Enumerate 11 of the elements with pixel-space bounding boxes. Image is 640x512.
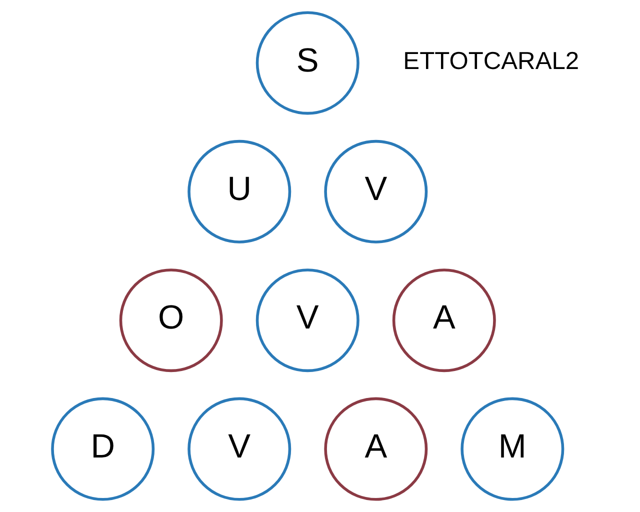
- node-circle: A: [392, 268, 496, 372]
- node-circle: V: [187, 397, 291, 501]
- node-circle: O: [118, 268, 222, 372]
- node-circle: A: [324, 397, 428, 501]
- label: ETTOTCARAL2: [402, 48, 579, 76]
- node-circle: V: [324, 140, 428, 244]
- node-circle: M: [460, 397, 564, 501]
- node-circle: V: [255, 268, 359, 372]
- node-circle: D: [50, 397, 154, 501]
- node-circle: U: [187, 140, 291, 244]
- node-circle: S: [255, 11, 359, 115]
